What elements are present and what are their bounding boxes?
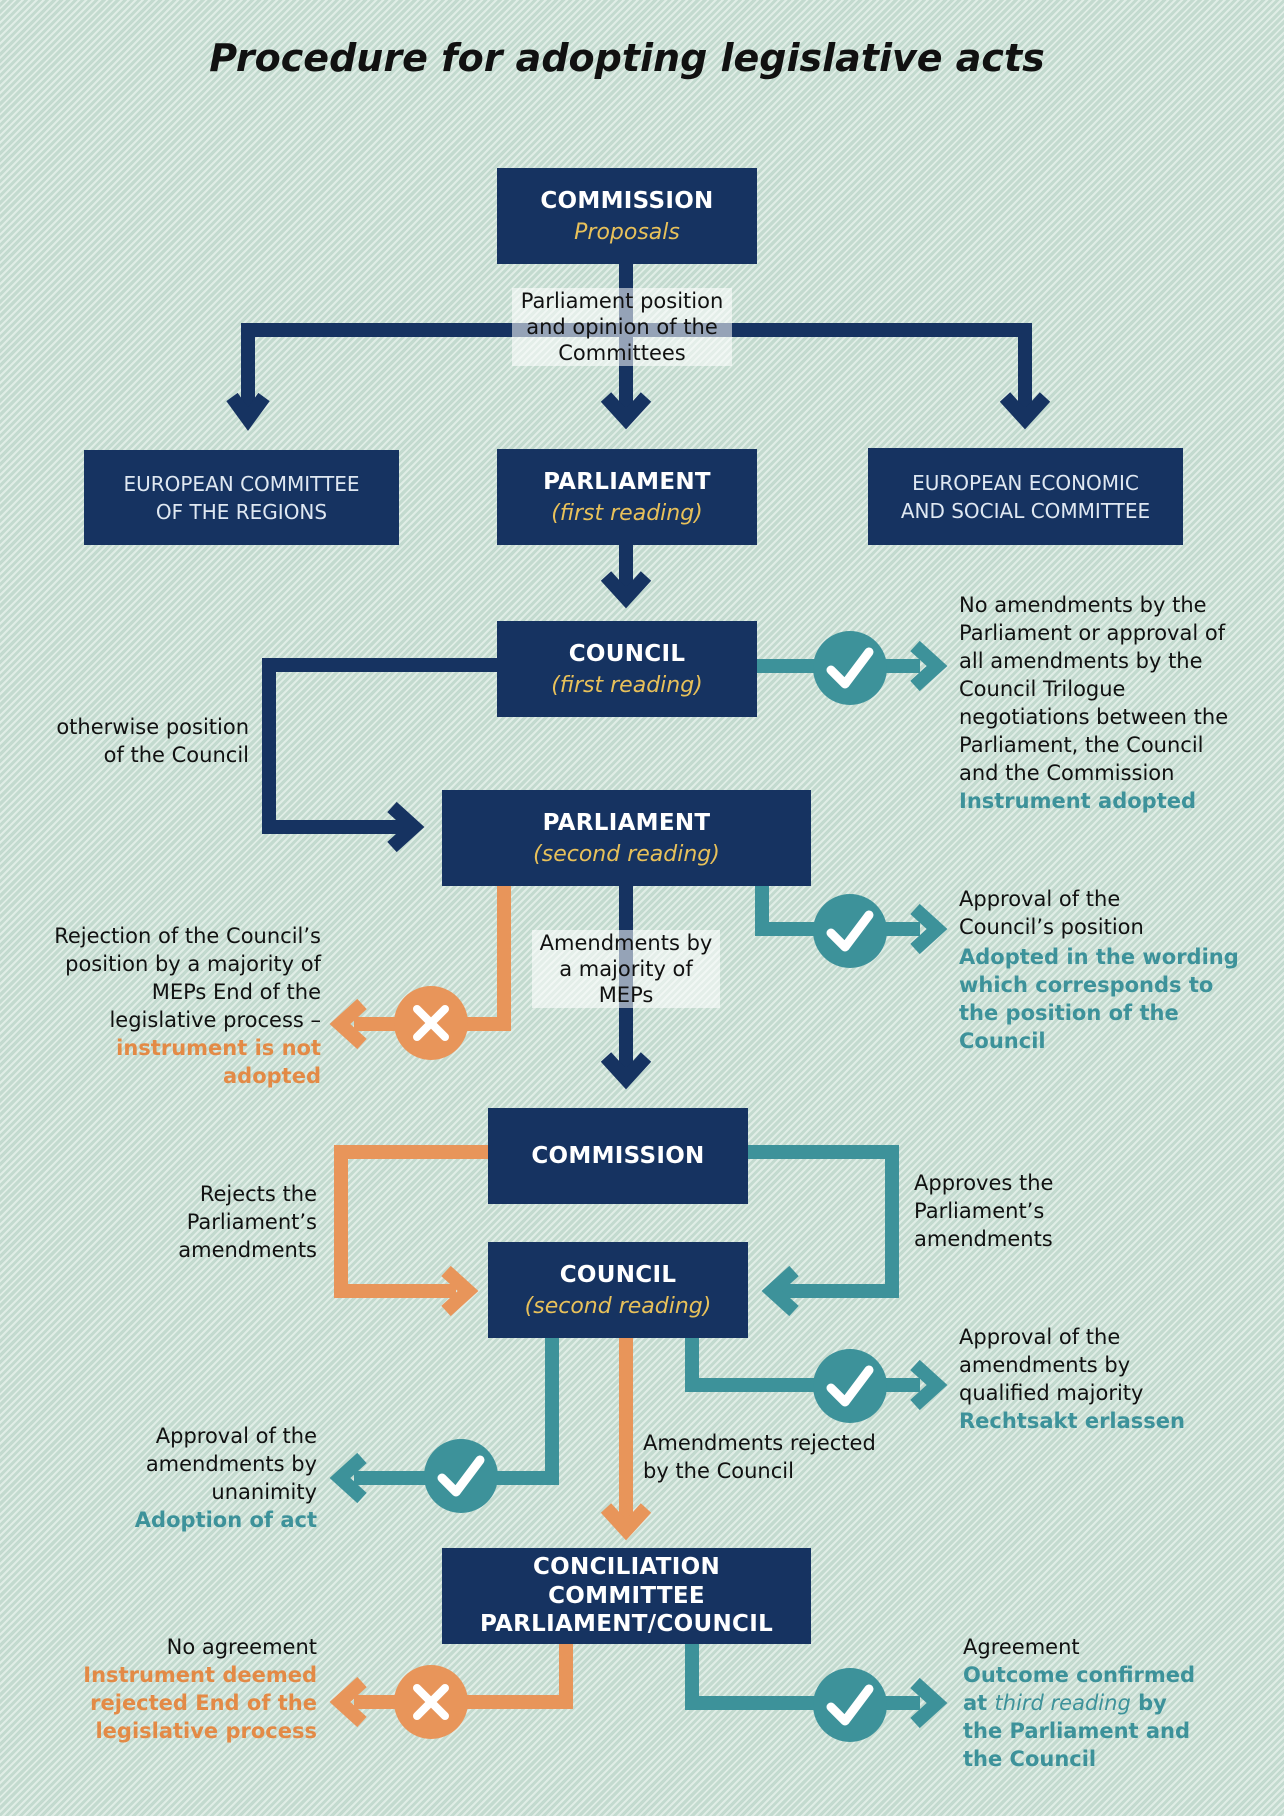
box-title: CONCILIATION COMMITTEE PARLIAMENT/COUNCI… [479,1553,774,1638]
box-subtitle: (second reading) [524,1293,712,1319]
arrow-commission-to-eesc [626,323,1032,412]
arrowhead-right [441,1265,479,1317]
arrowhead-down [600,1503,652,1541]
arrow-council-second-unanimity [354,1338,559,1485]
box-title: PARLIAMENT [543,469,711,496]
adopted-wording-label: Adopted in the wording which corresponds… [959,945,1239,1053]
no-amendments-label: No amendments by the Parliament or appro… [959,593,1229,785]
arrowhead-right [387,801,425,853]
box-subtitle: (first reading) [551,672,703,698]
box-title: COMMISSION [540,188,714,215]
council-first-outcome: No amendments by the Parliament or appro… [959,591,1249,815]
parliament-second-rejection-outcome: Rejection of the Council’s position by a… [50,922,321,1090]
adoption-of-act-label: Adoption of act [134,1508,317,1532]
cross-icon [394,1665,468,1739]
approval-unanimity-label: Approval of the amendments by unanimity [145,1424,317,1504]
box-subtitle: Proposals [574,219,680,245]
commission-box: COMMISSION [488,1108,748,1204]
council-second-unanimity-outcome: Approval of the amendments by unanimity … [120,1422,317,1534]
arrow-agreement [685,1644,920,1710]
outcome-text-2: by the Parliament and the Council [963,1691,1191,1771]
box-subtitle: (second reading) [533,841,720,867]
box-name: EUROPEAN ECONOMIC AND SOCIAL COMMITTEE [900,470,1151,523]
council-first-reading-box: COUNCIL (first reading) [497,621,757,717]
box-title: PARLIAMENT [542,810,711,837]
box-subtitle: (first reading) [551,500,703,526]
arrowhead-down [600,1052,652,1090]
arrowhead-down [600,392,652,430]
instrument-not-adopted-label: instrument is not adopted [116,1036,321,1088]
conciliation-committee-box: CONCILIATION COMMITTEE PARLIAMENT/COUNCI… [442,1548,811,1644]
approval-council-position-label: Approval of the Council’s position [959,887,1144,939]
arrowhead-right [910,1677,948,1729]
no-agreement-label: No agreement [166,1635,317,1659]
arrowhead-right [910,640,948,692]
arrowhead-left [761,1265,799,1317]
approval-qualified-label: Approval of the amendments by qualified … [959,1325,1144,1405]
outcome-text-italic: third reading [994,1691,1131,1715]
arrowhead-left [329,1452,367,1504]
approves-amendments-label: Approves the Parliament’s amendments [914,1171,1054,1251]
conciliation-no-agreement-outcome: No agreement Instrument deemed rejected … [80,1633,317,1745]
box-title: COUNCIL [559,1262,677,1289]
parliament-position-label: Parliament position and opinion of the C… [512,288,732,366]
arrowhead-down [600,571,652,609]
arrowhead-down [226,392,270,431]
arrowhead-down [999,392,1051,430]
agreement-label: Agreement [963,1635,1080,1659]
commission-proposals-box: COMMISSION Proposals [497,168,757,264]
rejects-amendments-label: Rejects the Parliament’s amendments [178,1182,317,1262]
outcome-confirmed-label: Outcome confirmed at third reading by th… [963,1661,1213,1773]
committee-of-regions-box: EUROPEAN COMMITTEE OF THE REGIONS [84,450,399,545]
page-title: Procedure for adopting legislative acts [209,36,1045,80]
parliament-second-reading-box: PARLIAMENT (second reading) [442,790,811,886]
amendments-majority-label: Amendments by a majority of MEPs [532,930,720,1008]
check-icon [813,631,887,705]
outcome-text-1: Outcome confirmed at [963,1663,1196,1715]
economic-social-committee-box: EUROPEAN ECONOMIC AND SOCIAL COMMITTEE [868,448,1183,545]
arrowhead-left [329,1676,367,1728]
otherwise-position-label: otherwise position of the Council [56,715,249,767]
council-second-reading-box: COUNCIL (second reading) [488,1242,748,1338]
council-second-qualified-outcome: Approval of the amendments by qualified … [959,1323,1219,1435]
check-icon [813,894,887,968]
arrowhead-right [910,903,948,955]
rejection-council-position-label: Rejection of the Council’s position by a… [54,924,321,1032]
conciliation-agreement-outcome: Agreement Outcome confirmed at third rea… [963,1633,1213,1773]
arrow-council-to-parliament-second [262,658,498,834]
cross-icon [394,986,468,1060]
rechtsakt-label: Rechtsakt erlassen [959,1409,1185,1433]
amendments-rejected-label: Amendments rejected by the Council [643,1431,876,1483]
box-name: EUROPEAN COMMITTEE OF THE REGIONS [123,471,360,524]
instrument-adopted-label: Instrument adopted [959,789,1197,813]
check-icon [813,1349,887,1423]
arrow-commission-to-cor [241,323,626,412]
arrowhead-left [329,998,367,1050]
box-title: COMMISSION [531,1142,705,1169]
deemed-rejected-label: Instrument deemed rejected End of the le… [83,1663,317,1743]
parliament-first-reading-box: PARLIAMENT (first reading) [497,449,757,545]
arrow-commission-approves [748,1145,899,1298]
check-icon [424,1439,498,1513]
box-title: COUNCIL [568,641,686,668]
check-icon [813,1668,887,1742]
parliament-second-approval-outcome: Approval of the Council’s position Adopt… [959,885,1249,1055]
arrow-commission-rejects [334,1145,488,1298]
arrowhead-right [910,1359,948,1411]
